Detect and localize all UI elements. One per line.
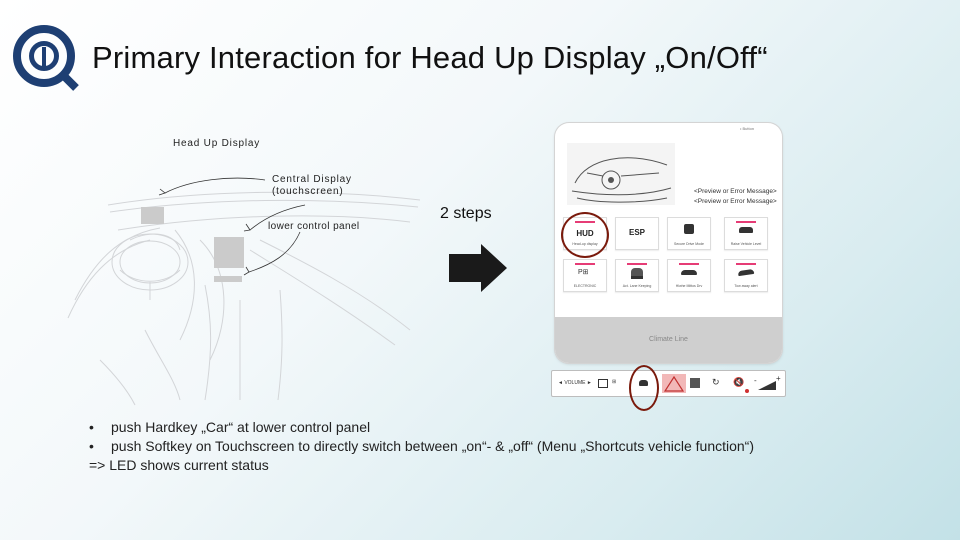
- camera-icon[interactable]: [598, 379, 608, 388]
- label-central-display-line1: Central Display: [272, 174, 352, 185]
- tow-car-icon: [737, 268, 755, 277]
- tile-caption: Secure Drive Mode: [674, 242, 704, 246]
- label-central-display: Central Display (touchscreen): [272, 174, 352, 198]
- tile-caption: Raise Vehicle Level: [730, 242, 762, 246]
- label-head-up-display: Head Up Display: [173, 138, 261, 149]
- right-arrow-icon: [449, 244, 507, 292]
- bullet-item: => LED shows current status: [89, 456, 754, 475]
- logo-icon: [13, 25, 79, 91]
- volume-up-icon[interactable]: +: [776, 374, 781, 383]
- tile-caption: Act. Lane Keeping: [622, 284, 652, 288]
- bullet-text: push Hardkey „Car“ at lower control pane…: [111, 419, 371, 435]
- volume-label: ◄ VOLUME ►: [558, 380, 592, 386]
- bullet-text: push Softkey on Touchscreen to directly …: [111, 438, 755, 454]
- hud-highlight-circle: [561, 212, 609, 258]
- tile-esp[interactable]: ESP: [615, 217, 659, 250]
- car-sketch-image: [567, 143, 675, 205]
- warning-triangle-icon: [663, 375, 685, 392]
- car-hardkey-highlight-circle: [629, 365, 659, 411]
- parking-icon: P⊞: [578, 269, 589, 276]
- label-lower-control-panel: lower control panel: [268, 221, 360, 232]
- bullet-item: • push Softkey on Touchscreen to directly…: [89, 437, 754, 456]
- tile-caption: Hlwhe Mittos Drv: [675, 284, 703, 288]
- mute-icon[interactable]: 🔇: [733, 377, 745, 387]
- tile-indicator: [679, 263, 699, 265]
- bullet-list: • push Hardkey „Car“ at lower control pan…: [89, 418, 754, 475]
- defrost-icon[interactable]: [690, 378, 700, 388]
- tile-indicator: [627, 263, 647, 265]
- tile-caption: Tow away alert: [734, 284, 758, 288]
- led-indicator: [745, 389, 749, 393]
- volume-down-icon[interactable]: -: [754, 376, 757, 385]
- steps-label: 2 steps: [440, 205, 492, 222]
- tile-secure-drive-mode[interactable]: Secure Drive Mode: [667, 217, 711, 250]
- preview-message-line1: <Preview or Error Message>: [694, 188, 777, 195]
- tile-caption: ELECTRONIC: [573, 284, 597, 288]
- bullet-item: • push Hardkey „Car“ at lower control pan…: [89, 418, 754, 437]
- lane-car-icon: [631, 268, 643, 279]
- tile-indicator: [736, 263, 756, 265]
- bullet-marker: •: [89, 419, 94, 435]
- climate-line-bar[interactable]: [555, 317, 782, 363]
- tile-tow-away-alert[interactable]: Tow away alert: [724, 259, 768, 292]
- preview-message: <Preview or Error Message> <Preview or E…: [694, 187, 777, 207]
- volume-level-icon: [758, 381, 776, 390]
- tile-lane-keeping[interactable]: Act. Lane Keeping: [615, 259, 659, 292]
- mode-icon[interactable]: ⊞: [612, 379, 617, 385]
- tile-indicator: [575, 263, 595, 265]
- label-central-display-line2: (touchscreen): [272, 186, 344, 197]
- hazard-button[interactable]: [662, 374, 686, 393]
- tile-indicator: [736, 221, 756, 223]
- climate-line-label: Climate Line: [649, 336, 688, 343]
- tile-parking-electronic[interactable]: P⊞ ELECTRONIC: [563, 259, 607, 292]
- recirculate-icon[interactable]: ↻: [712, 377, 720, 387]
- tile-raise-vehicle-level[interactable]: Raise Vehicle Level: [724, 217, 768, 250]
- bullet-marker: •: [89, 438, 94, 454]
- lower-control-panel: ◄ VOLUME ► ⊞ ↻ 🔇 - +: [551, 370, 786, 397]
- screen-corner-text: • Button: [740, 126, 755, 131]
- shield-icon: [684, 224, 694, 234]
- car-icon: [739, 227, 753, 233]
- bullet-text: => LED shows current status: [89, 457, 269, 473]
- preview-message-line2: <Preview or Error Message>: [694, 198, 777, 205]
- car-side-icon: [681, 270, 697, 275]
- tile-mirrors-drive[interactable]: Hlwhe Mittos Drv: [667, 259, 711, 292]
- tile-label: ESP: [628, 228, 645, 237]
- page-title: Primary Interaction for Head Up Display …: [92, 40, 768, 75]
